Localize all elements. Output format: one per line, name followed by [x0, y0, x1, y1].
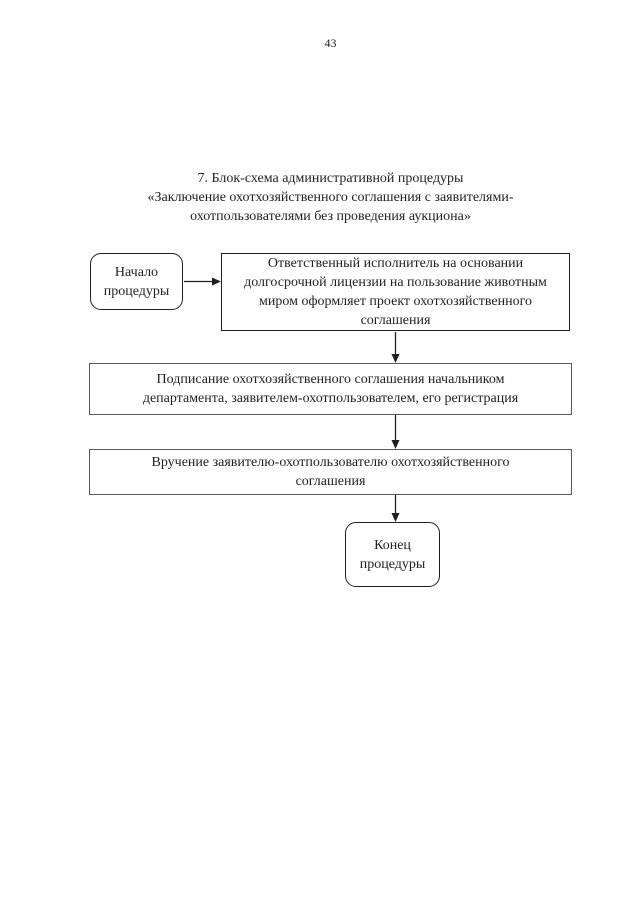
process-step-3: Вручение заявителю-охотпользователю охот…	[89, 449, 572, 495]
process-step-3-label: Вручение заявителю-охотпользователю охот…	[151, 455, 510, 489]
arrowhead-step2-to-step3	[391, 440, 400, 449]
arrowhead-start-to-step1	[212, 277, 221, 286]
end-node: Конец процедуры	[345, 522, 440, 587]
start-node-label: Начало процедуры	[103, 264, 170, 299]
process-step-2: Подписание охотхозяйственного соглашения…	[89, 363, 572, 415]
process-step-1-label: Ответственный исполнитель на основании д…	[244, 256, 547, 328]
process-step-2-label: Подписание охотхозяйственного соглашения…	[142, 372, 519, 406]
flowchart-title: 7. Блок-схема административной процедуры…	[60, 169, 601, 226]
process-step-1: Ответственный исполнитель на основании д…	[221, 253, 570, 331]
page-number: 43	[324, 36, 337, 50]
title-line-3: охотпользователями без проведения аукцио…	[190, 209, 471, 224]
title-line-1: 7. Блок-схема административной процедуры	[197, 171, 464, 186]
start-node: Начало процедуры	[90, 253, 183, 310]
arrowhead-step3-to-end	[391, 513, 400, 522]
title-line-2: «Заключение охотхозяйственного соглашени…	[147, 190, 514, 205]
end-node-label: Конец процедуры	[359, 537, 426, 572]
arrowhead-step1-to-step2	[391, 354, 400, 363]
